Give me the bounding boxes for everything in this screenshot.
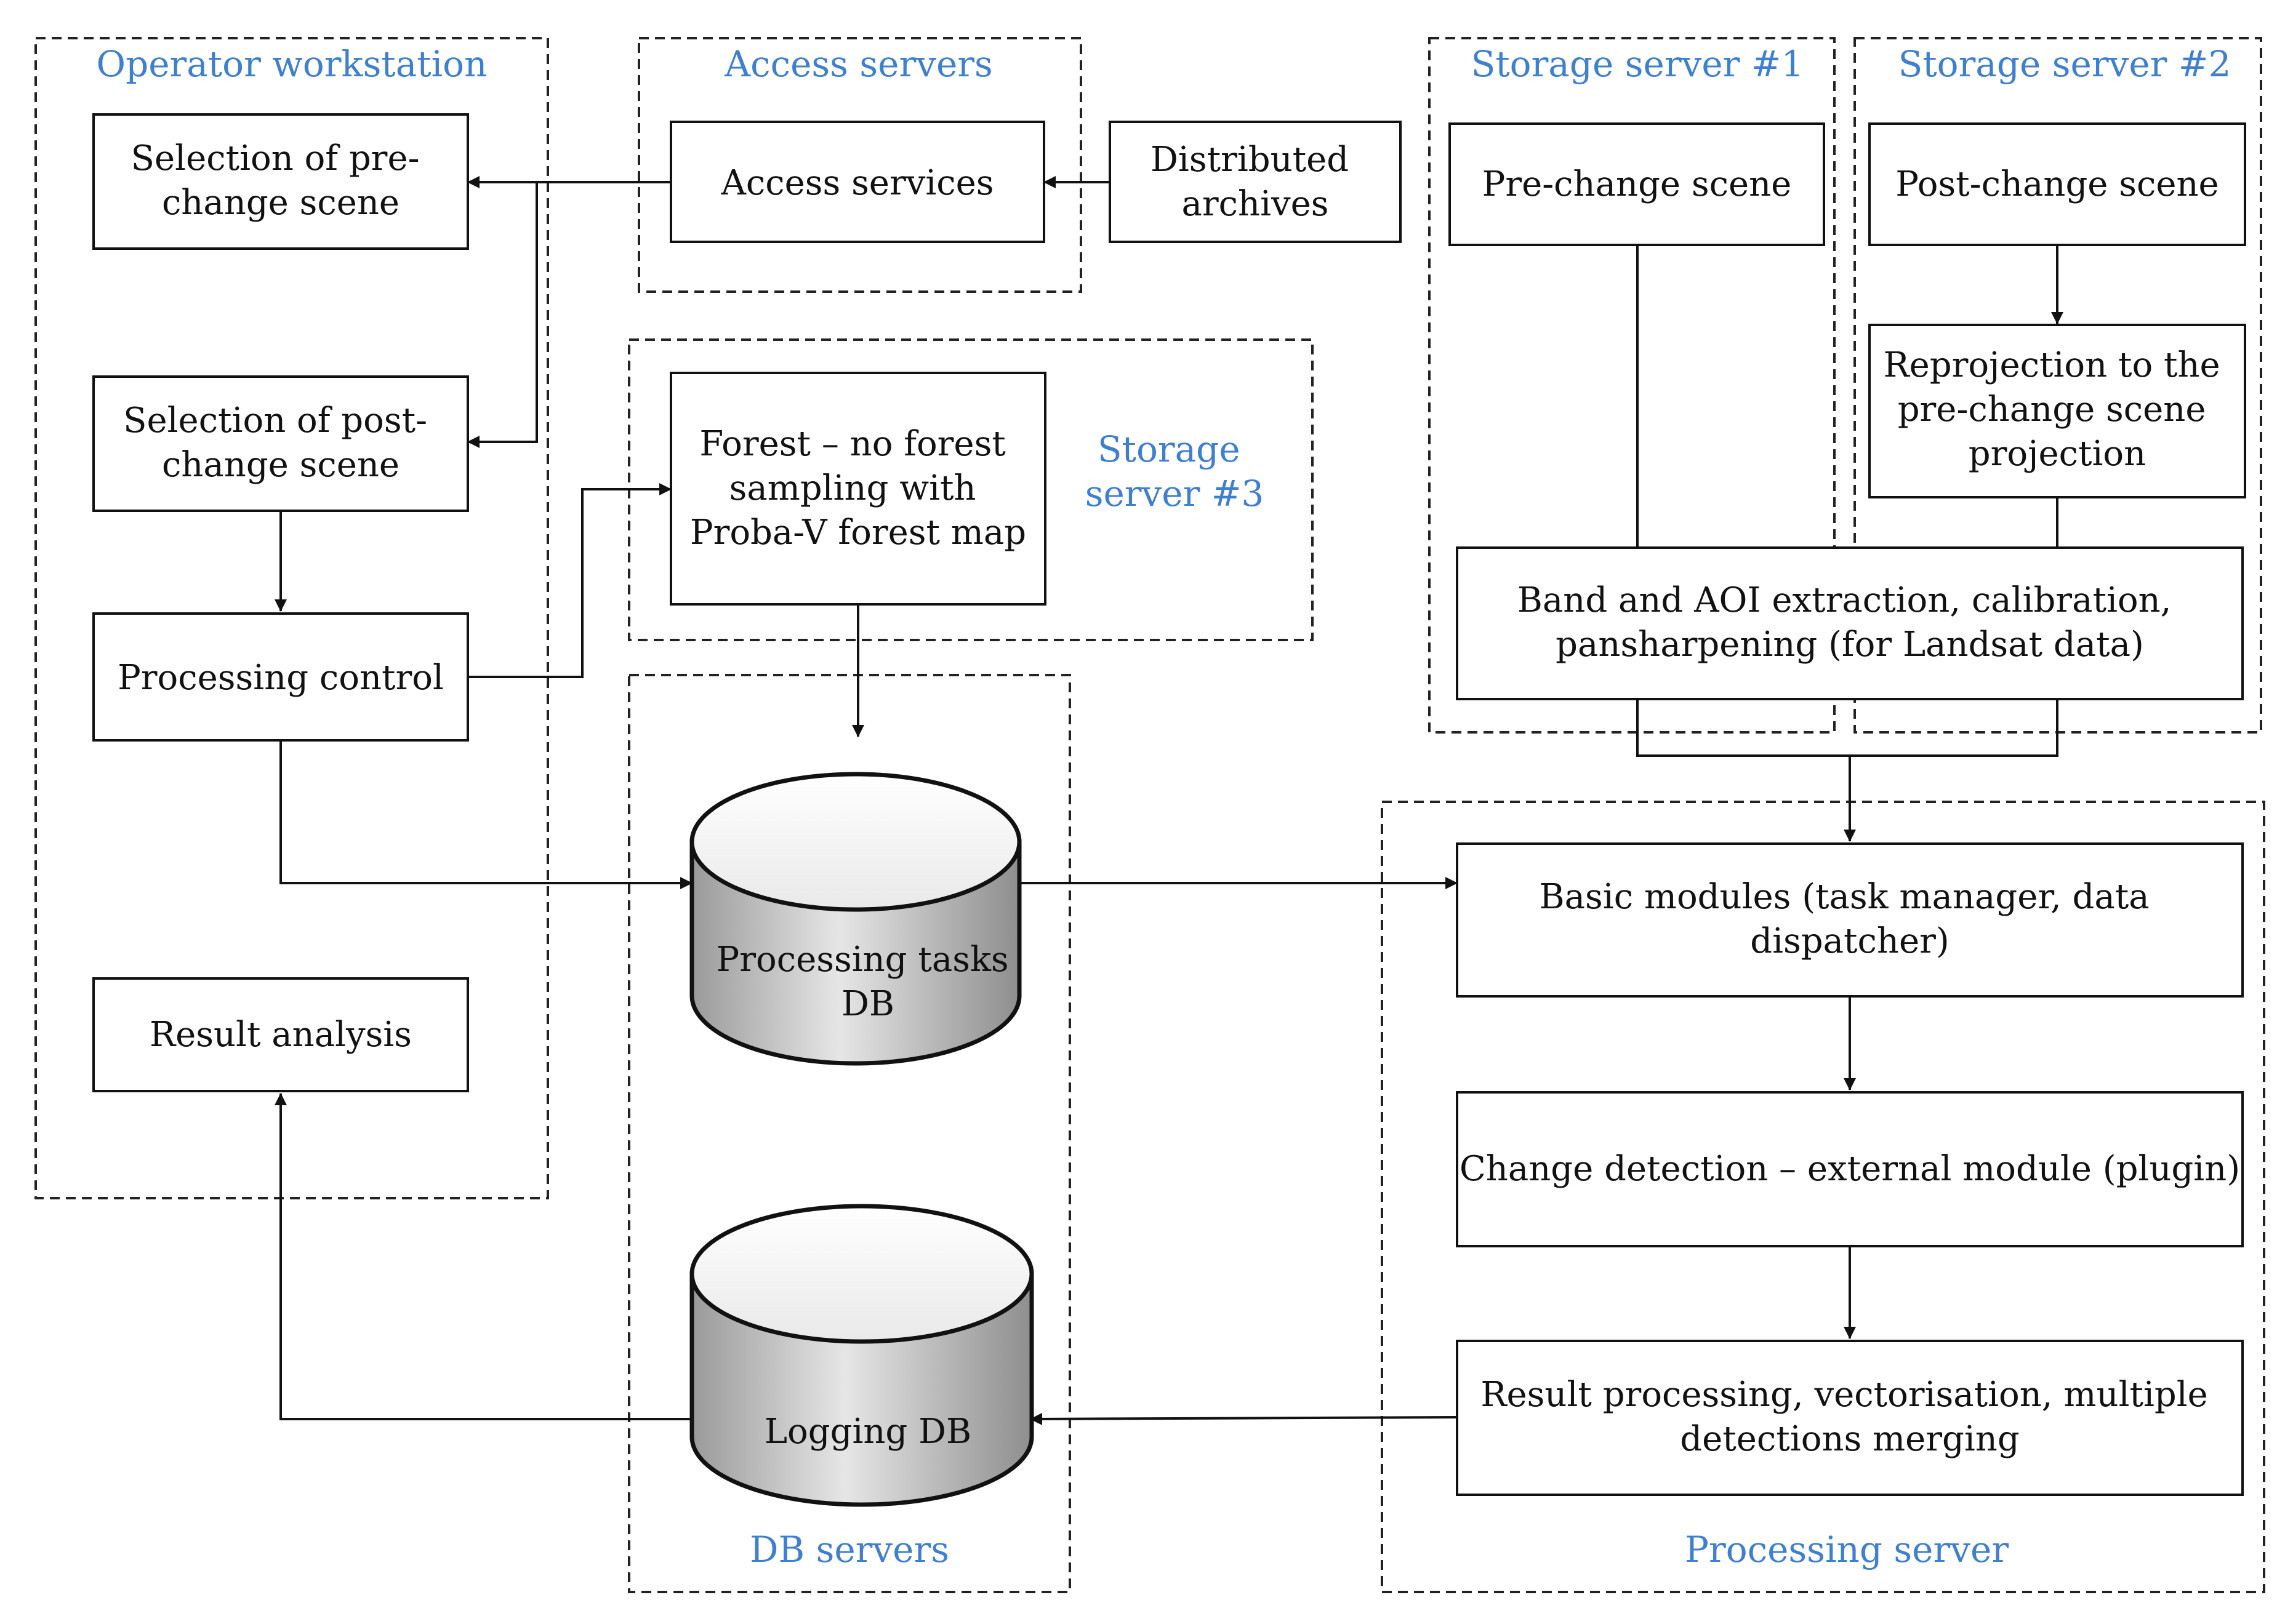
arrow-control-to-tasks-db bbox=[279, 740, 693, 889]
post-change-scene-box[interactable] bbox=[1868, 122, 2246, 246]
access-servers-label: Access servers bbox=[724, 43, 993, 85]
operator-workstation-group bbox=[34, 37, 549, 1199]
access-services-text: Access services bbox=[720, 163, 994, 203]
result-analysis-text: Result analysis bbox=[150, 1015, 412, 1055]
basic-modules-box[interactable] bbox=[1456, 842, 2244, 998]
connectors bbox=[275, 176, 2063, 1425]
processing-server-label: Processing server bbox=[1685, 1529, 2009, 1570]
storage-server-1-label: Storage server #1 bbox=[1471, 43, 1804, 85]
change-detection-box[interactable] bbox=[1456, 1091, 2244, 1247]
db-servers-label: DB servers bbox=[750, 1529, 949, 1570]
storage-server-2-label: Storage server #2 bbox=[1898, 43, 2231, 85]
band-extraction-text: Band and AOI extraction, calibration, pa… bbox=[1517, 580, 2183, 665]
forest-sampling-box[interactable] bbox=[670, 372, 1046, 606]
line-band-merge bbox=[1636, 699, 2058, 757]
selection-post-change-box[interactable] bbox=[92, 375, 469, 512]
pre-change-scene-text: Pre-change scene bbox=[1482, 164, 1792, 204]
arrow-access-to-post-selection bbox=[467, 182, 538, 448]
access-services-box[interactable] bbox=[670, 121, 1045, 243]
reprojection-box[interactable] bbox=[1868, 324, 2246, 498]
processing-control-box[interactable] bbox=[92, 612, 469, 742]
band-extraction-box[interactable] bbox=[1456, 546, 2244, 700]
storage-server-1-group bbox=[1428, 37, 1836, 734]
processing-server-group bbox=[1381, 801, 2265, 1593]
operator-workstation-label: Operator workstation bbox=[97, 43, 488, 85]
logging-db-text: Logging DB bbox=[765, 1412, 971, 1452]
storage-server-3-label: Storage server #3 bbox=[1085, 428, 1264, 514]
distributed-archives-box[interactable] bbox=[1109, 121, 1402, 243]
selection-pre-change-text: Selection of pre- change scene bbox=[131, 138, 431, 223]
distributed-archives-text: Distributed archives bbox=[1151, 140, 1360, 224]
basic-modules-text: Basic modules (task manager, data dispat… bbox=[1540, 877, 2161, 961]
result-processing-box[interactable] bbox=[1456, 1340, 2244, 1496]
selection-pre-change-box[interactable] bbox=[92, 113, 469, 250]
access-servers-group bbox=[638, 37, 1082, 293]
forest-sampling-text: Forest – no forest sampling with Proba-V… bbox=[690, 424, 1026, 553]
db-servers-group bbox=[628, 674, 1071, 1593]
reprojection-text: Reprojection to the pre-change scene pro… bbox=[1883, 345, 2231, 474]
logging-db[interactable]: Logging DB bbox=[689, 1204, 1034, 1507]
selection-post-change-text: Selection of post- change scene bbox=[123, 401, 438, 485]
arrow-logging-db-to-result-analysis bbox=[275, 1093, 692, 1420]
processing-tasks-db-text: Processing tasks DB bbox=[717, 940, 1020, 1024]
arrow-control-to-forest-sampling bbox=[468, 483, 672, 678]
change-detection-text: Change detection – external module (plug… bbox=[1460, 1149, 2240, 1189]
pre-change-scene-box[interactable] bbox=[1448, 122, 1825, 246]
arrow-result-to-logging-db bbox=[1030, 1412, 1458, 1425]
processing-tasks-db[interactable]: Processing tasks DB bbox=[689, 772, 1022, 1066]
post-change-scene-text: Post-change scene bbox=[1895, 164, 2219, 204]
processing-control-text: Processing control bbox=[118, 658, 444, 698]
result-analysis-box[interactable] bbox=[92, 977, 469, 1092]
result-processing-text: Result processing, vectorisation, multip… bbox=[1480, 1375, 2219, 1459]
